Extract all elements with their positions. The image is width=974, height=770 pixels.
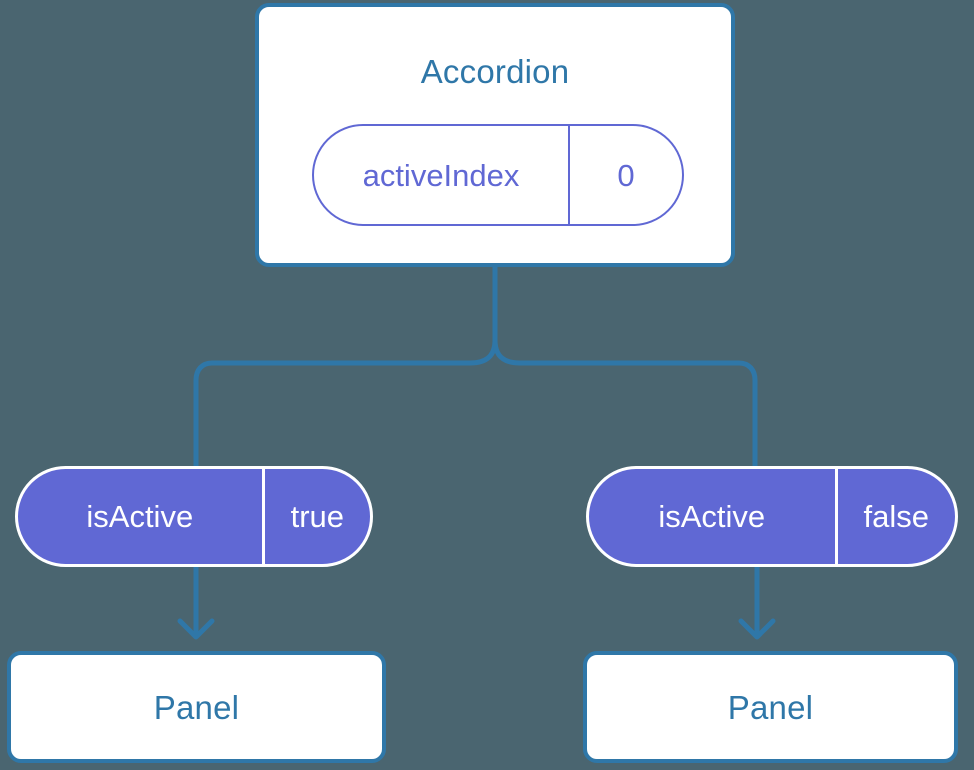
arrow-right-head — [738, 618, 776, 640]
accordion-component-card[interactable]: Accordion activeIndex 0 — [255, 3, 735, 267]
accordion-title: Accordion — [420, 53, 570, 90]
prop-value-label: 0 — [617, 157, 635, 193]
prop-key-label: isActive — [18, 469, 265, 564]
prop-key-label: isActive — [589, 469, 838, 564]
prop-badge-active-index[interactable]: activeIndex 0 — [312, 124, 684, 226]
panel-component-card-left[interactable]: Panel — [7, 651, 386, 763]
trunk-line — [193, 266, 498, 466]
arrow-left-head — [177, 618, 215, 640]
prop-badge-is-active-false[interactable]: isActive false — [586, 466, 958, 567]
prop-key-label: activeIndex — [314, 126, 570, 224]
panel-component-card-right[interactable]: Panel — [583, 651, 958, 763]
prop-value-label: false — [863, 499, 929, 534]
prop-badge-is-active-true[interactable]: isActive true — [15, 466, 373, 567]
prop-value-label: true — [290, 499, 344, 534]
panel-title: Panel — [153, 688, 240, 726]
panel-title: Panel — [727, 688, 814, 726]
branch-line-right — [492, 339, 758, 466]
